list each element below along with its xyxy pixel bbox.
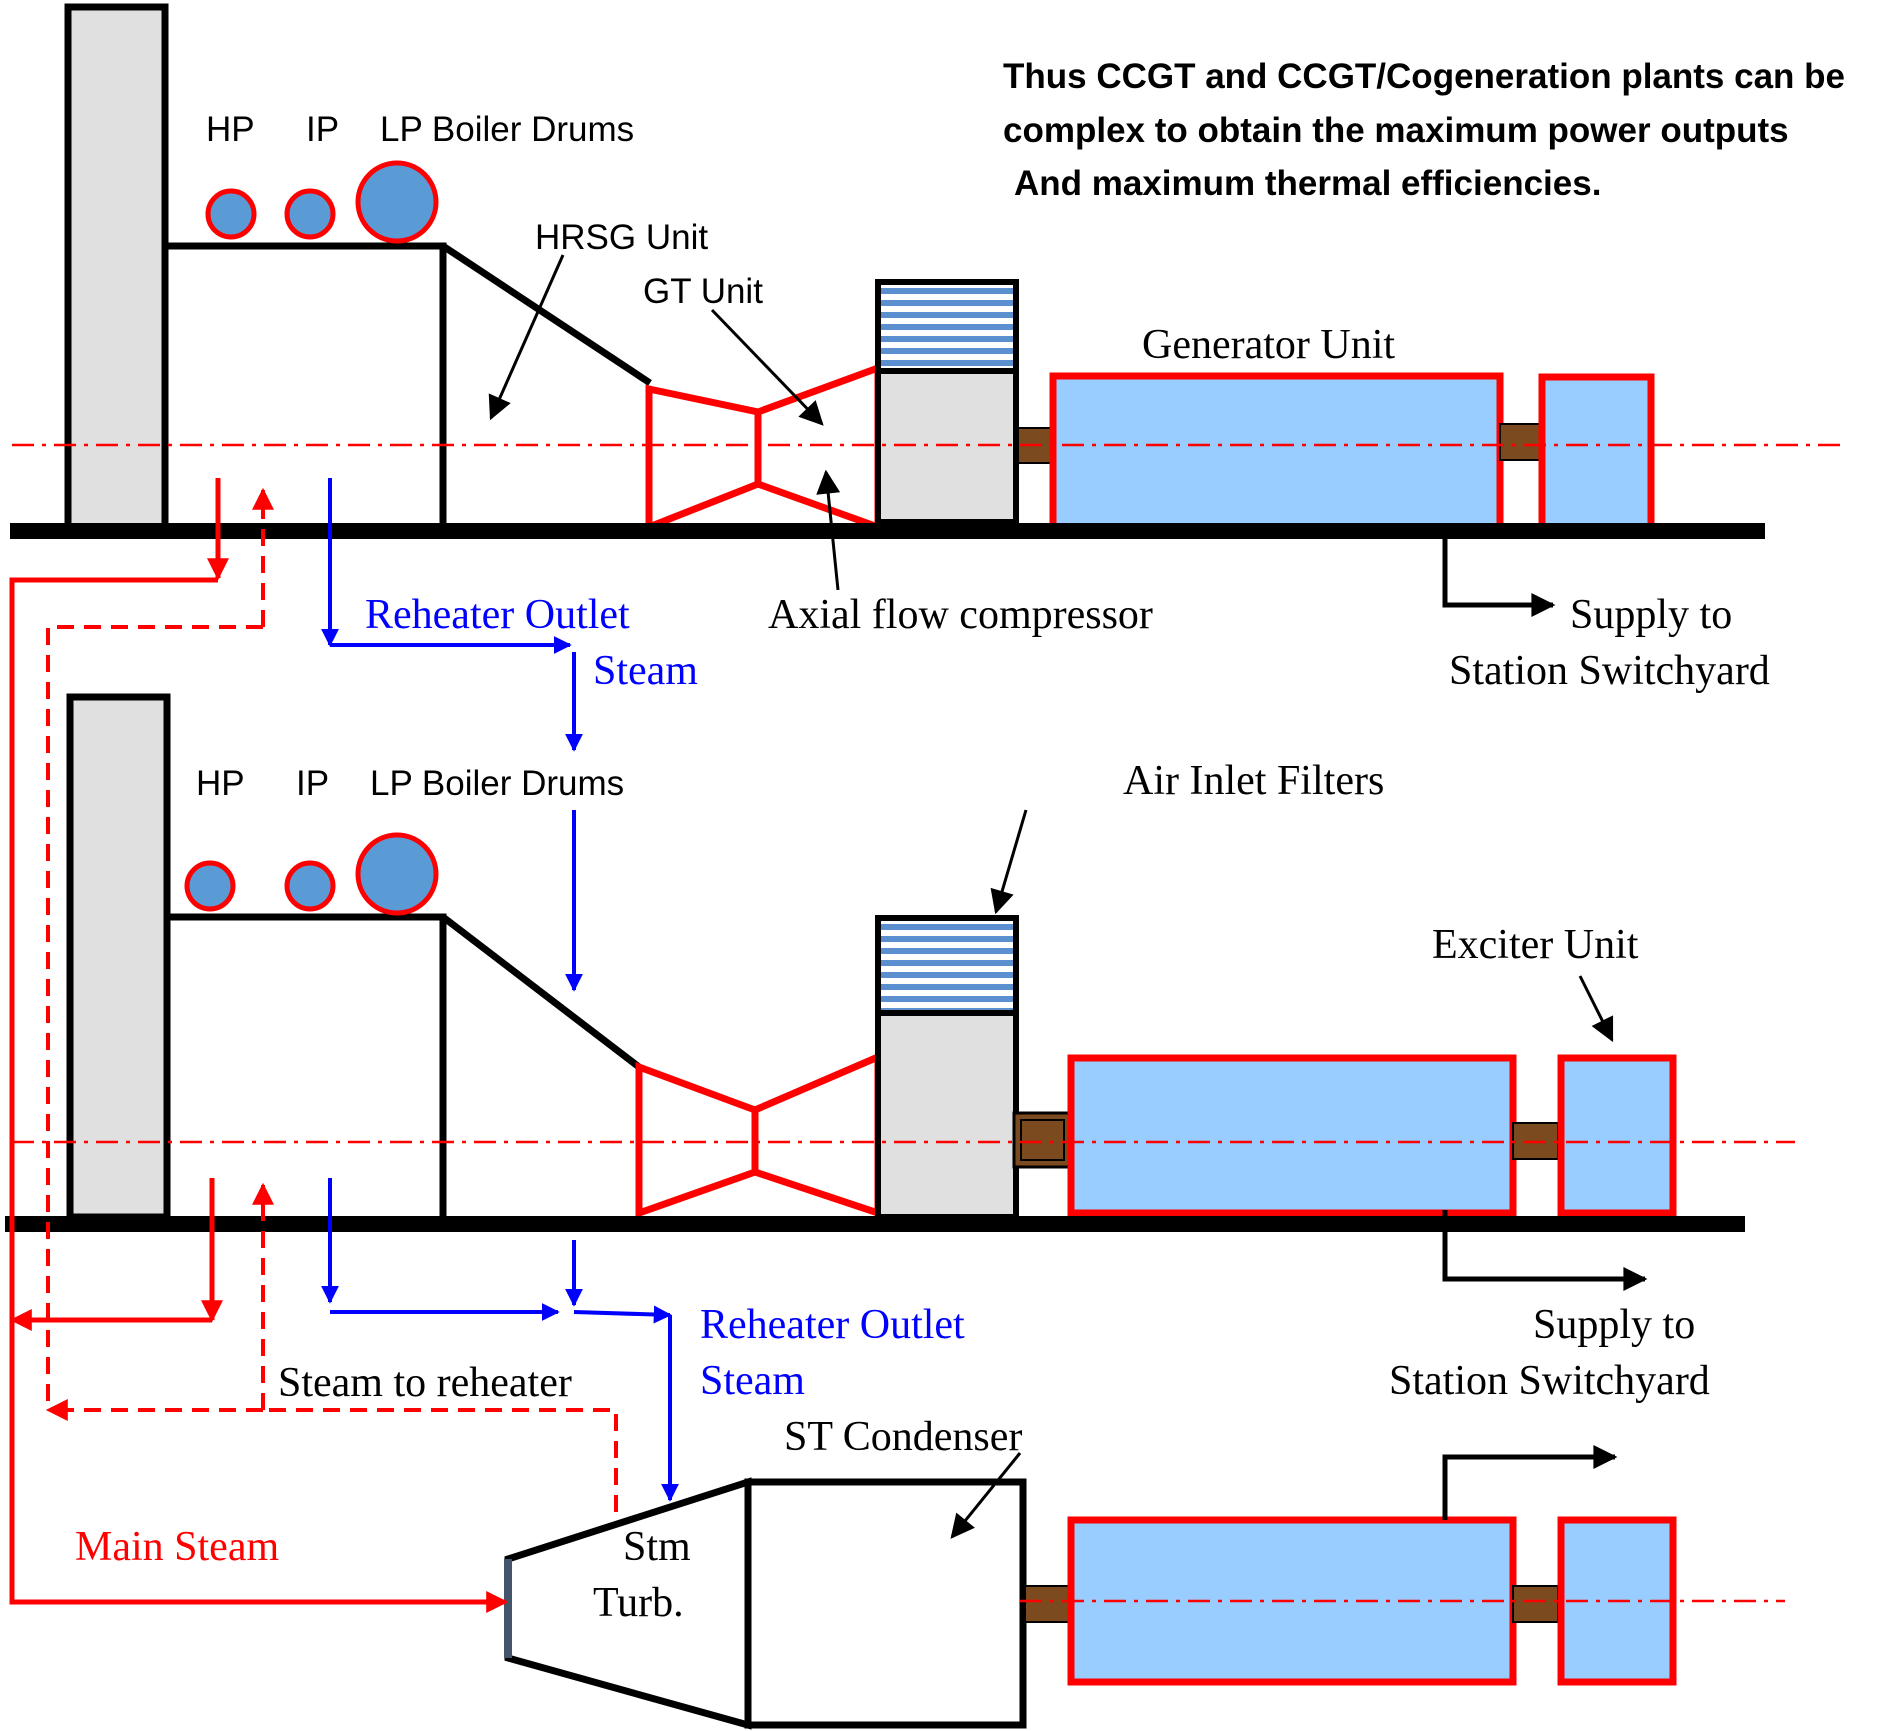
unit1-lp-label: LP Boiler Drums <box>380 110 634 149</box>
note-line-2: complex to obtain the maximum power outp… <box>1003 111 1789 150</box>
steam-turbine-label-1: Stm <box>623 1524 691 1570</box>
unit2-supply-label-1: Supply to <box>1533 1302 1695 1348</box>
unit1-hrsg-duct <box>441 243 652 386</box>
unit2-exciter <box>1557 1054 1677 1217</box>
st-coupling-1 <box>1024 1585 1071 1623</box>
steam-labels: Steam to reheater Main Steam ST Condense… <box>75 1360 1022 1626</box>
unit1-generator <box>1049 372 1504 532</box>
reheater-outlet-lines <box>321 478 679 1502</box>
unit2-ip-drum <box>284 860 336 912</box>
unit2-lp-label: LP Boiler Drums <box>370 764 624 803</box>
unit1-lp-drum <box>355 160 439 244</box>
unit2-filter-pointer <box>990 809 1028 915</box>
unit2-filter-housing <box>875 1010 1019 1220</box>
unit1-ip-drum <box>284 188 336 240</box>
note-line-1: Thus CCGT and CCGT/Cogeneration plants c… <box>1003 57 1845 96</box>
unit2-supply-arrow <box>1442 1210 1648 1291</box>
condenser-pointer <box>950 1452 1022 1539</box>
note-text: Thus CCGT and CCGT/Cogeneration plants c… <box>1003 57 1845 203</box>
unit1-hrsg-label: HRSG Unit <box>535 218 708 257</box>
unit1-hrsg-body <box>165 242 447 527</box>
unit1-labels: HP IP LP Boiler Drums HRSG Unit GT Unit … <box>206 110 1770 694</box>
unit1-gt-turbine <box>645 384 762 533</box>
unit1-hp-drum <box>205 188 257 240</box>
unit1-hrsg-pointer <box>488 254 565 421</box>
unit1-ip-label: IP <box>306 110 339 149</box>
unit1-hp-label: HP <box>206 110 255 149</box>
st-condenser <box>744 1478 1027 1729</box>
unit2-ip-label: IP <box>296 764 329 803</box>
reheater-steam-lines <box>45 487 618 1512</box>
note-line-3: And maximum thermal efficiencies. <box>1014 164 1601 203</box>
unit1-supply-label-1: Supply to <box>1570 592 1732 638</box>
unit1-air-filter <box>875 279 1019 374</box>
unit2-hp-drum <box>184 860 236 912</box>
unit1-exciter <box>1538 373 1655 532</box>
unit2-hrsg-body <box>167 913 447 1217</box>
unit2-labels: HP IP LP Boiler Drums Air Inlet Filters … <box>196 758 1710 1404</box>
unit1-gt-pointer <box>710 308 824 426</box>
unit1-gt-label: GT Unit <box>643 272 763 311</box>
unit2-reheat-label-2: Steam <box>700 1358 805 1404</box>
unit2-supply-label-2: Station Switchyard <box>1389 1358 1710 1404</box>
st-condenser-label: ST Condenser <box>784 1414 1022 1460</box>
unit1-coupling-2 <box>1499 423 1543 461</box>
unit2-stack <box>66 693 171 1221</box>
unit2-exciter-label: Exciter Unit <box>1432 922 1639 968</box>
steam-to-reheater-label: Steam to reheater <box>278 1360 572 1406</box>
unit2-air-filter <box>875 915 1019 1016</box>
unit1-compressor-pointer <box>816 469 841 591</box>
unit2-gt-turbine <box>635 1061 759 1218</box>
unit1-reheat-label-2: Steam <box>593 648 698 694</box>
main-steam-label: Main Steam <box>75 1524 279 1570</box>
unit2-reheat-label-1: Reheater Outlet <box>700 1302 965 1348</box>
unit2-lp-drum <box>355 832 439 916</box>
unit2-hrsg-duct <box>440 914 642 1070</box>
unit2-generator <box>1067 1054 1517 1217</box>
steam-turbine-label-2: Turb. <box>593 1580 684 1626</box>
st-coupling-2 <box>1512 1585 1559 1623</box>
unit2-group <box>5 693 1795 1291</box>
unit2-hp-label: HP <box>196 764 245 803</box>
unit1-supply-arrow <box>1442 538 1556 617</box>
unit1-filter-housing <box>875 368 1019 525</box>
unit1-stack <box>64 3 169 531</box>
unit2-gt-compressor <box>751 1051 882 1218</box>
unit2-filters-label: Air Inlet Filters <box>1123 758 1384 804</box>
st-supply-arrow <box>1442 1445 1618 1520</box>
unit1-group <box>10 3 1848 617</box>
st-group <box>504 1445 1785 1730</box>
main-steam-lines <box>9 478 509 1613</box>
unit1-generator-label: Generator Unit <box>1142 322 1395 368</box>
unit1-gt-compressor <box>754 362 882 532</box>
unit1-reheat-label-1: Reheater Outlet <box>365 592 630 638</box>
unit2-exciter-pointer <box>1578 975 1614 1043</box>
unit1-compressor-label: Axial flow compressor <box>768 592 1153 638</box>
unit1-supply-label-2: Station Switchyard <box>1449 648 1770 694</box>
unit2-coupling-1-inner <box>1020 1119 1065 1161</box>
